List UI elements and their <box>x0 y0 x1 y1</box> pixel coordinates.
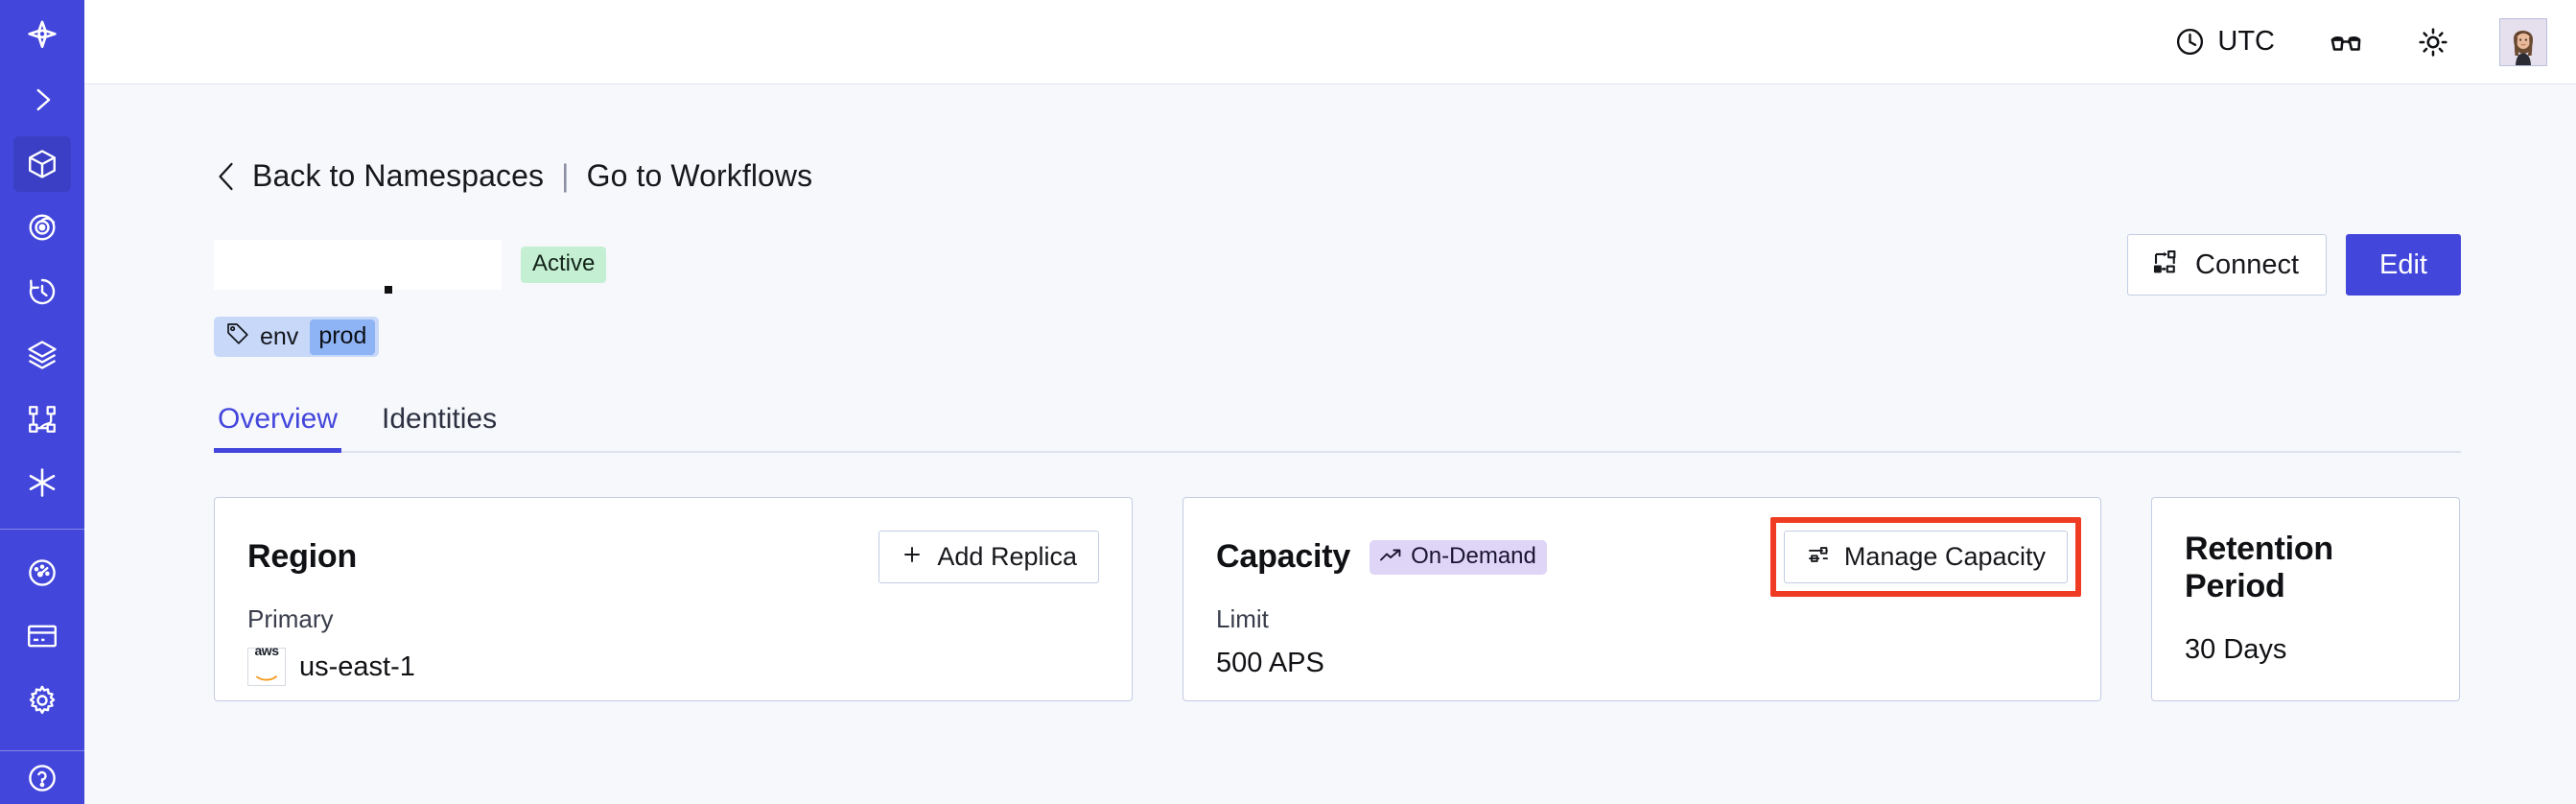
sidebar-divider <box>0 529 84 531</box>
sliders-icon <box>1806 542 1831 572</box>
tab-bar: Overview Identities <box>214 403 2461 453</box>
tab-overview[interactable]: Overview <box>214 403 342 453</box>
capacity-card: Capacity On-Demand <box>1183 497 2101 701</box>
breadcrumb-back-link[interactable]: Back to Namespaces <box>252 158 545 193</box>
region-card-header: Region Add Replica <box>247 531 1099 583</box>
overview-cards: Region Add Replica <box>214 497 2461 701</box>
sidebar-item-observability[interactable] <box>13 201 71 256</box>
sidebar-item-settings[interactable] <box>13 673 71 728</box>
logo-icon[interactable] <box>13 8 71 63</box>
manage-capacity-label: Manage Capacity <box>1843 542 2046 571</box>
connect-button[interactable]: Connect <box>2127 234 2328 296</box>
add-replica-button[interactable]: Add Replica <box>878 531 1099 583</box>
expand-chevron-icon[interactable] <box>13 73 71 129</box>
tag-icon <box>225 321 250 353</box>
add-replica-label: Add Replica <box>937 542 1077 571</box>
sidebar-item-history[interactable] <box>13 264 71 319</box>
capacity-card-title: Capacity <box>1216 538 1351 575</box>
sidebar-item-usage[interactable] <box>13 545 71 601</box>
region-value-label: us-east-1 <box>299 650 415 682</box>
clock-icon <box>2174 26 2206 58</box>
on-demand-badge: On-Demand <box>1370 539 1547 575</box>
tag-key: env <box>260 322 299 350</box>
namespace-tag[interactable]: env prod <box>214 317 380 357</box>
capacity-card-action: Manage Capacity <box>1769 517 2081 597</box>
plus-icon <box>901 543 924 571</box>
billing-card-icon <box>25 619 59 653</box>
chevron-left-icon[interactable] <box>214 160 239 193</box>
namespace-header: Active <box>214 234 2461 296</box>
sidebar-item-workflows[interactable] <box>13 391 71 447</box>
theme-toggle-button[interactable] <box>2417 26 2449 59</box>
history-clock-icon <box>25 274 59 309</box>
tab-identities-label: Identities <box>382 403 498 435</box>
sun-icon <box>2417 26 2449 59</box>
capacity-limit-label: Limit <box>1216 604 1269 633</box>
timezone-label: UTC <box>2217 26 2275 57</box>
main-column: UTC <box>84 0 2576 804</box>
header-actions: Connect Edit <box>2127 234 2461 296</box>
breadcrumb-workflows-link[interactable]: Go to Workflows <box>586 158 813 193</box>
tab-overview-label: Overview <box>218 403 339 435</box>
aws-smile-icon <box>255 658 278 690</box>
sidebar-item-layers[interactable] <box>13 328 71 384</box>
namespaces-cube-icon <box>25 147 59 181</box>
retention-card: Retention Period 30 Days <box>2151 497 2460 701</box>
status-badge: Active <box>521 247 607 283</box>
workflow-branch-icon <box>26 403 59 436</box>
sidebar-item-namespaces[interactable] <box>13 136 71 192</box>
retention-card-title: Retention Period <box>2185 531 2333 604</box>
trending-up-icon <box>1379 545 1402 568</box>
layers-icon <box>25 338 59 372</box>
top-bar: UTC <box>84 0 2576 84</box>
region-card: Region Add Replica <box>214 497 1133 701</box>
capacity-limit-value: 500 APS <box>1216 648 1324 678</box>
capacity-card-header: Capacity On-Demand <box>1216 517 2081 597</box>
asterisk-icon <box>25 465 59 500</box>
breadcrumb-separator: | <box>561 158 570 193</box>
reading-mode-button[interactable] <box>2329 25 2363 59</box>
observability-eye-icon <box>25 210 59 245</box>
breadcrumb: Back to Namespaces | Go to Workflows <box>214 158 2461 194</box>
content-area: Back to Namespaces | Go to Workflows Act… <box>84 84 2576 804</box>
region-card-title: Region <box>247 538 358 575</box>
connection-icon <box>2151 248 2180 282</box>
page-title <box>214 240 502 294</box>
glasses-icon <box>2329 25 2363 59</box>
manage-capacity-button[interactable]: Manage Capacity <box>1783 531 2068 583</box>
aws-logo-icon: aws <box>247 644 286 686</box>
sidebar-item-help[interactable] <box>13 761 71 795</box>
help-circle-icon <box>25 761 59 795</box>
sidebar <box>0 0 84 804</box>
sidebar-item-nexus[interactable] <box>13 456 71 511</box>
region-primary-label: Primary <box>247 604 334 633</box>
edit-button-label: Edit <box>2379 248 2427 280</box>
sidebar-item-billing[interactable] <box>13 609 71 665</box>
tag-value: prod <box>310 319 376 355</box>
usage-gauge-icon <box>25 556 59 590</box>
settings-gear-icon <box>25 683 59 718</box>
aws-logo-text: aws <box>254 643 279 658</box>
edit-button[interactable]: Edit <box>2346 234 2461 296</box>
retention-value: 30 Days <box>2185 634 2287 665</box>
region-primary-value: aws us-east-1 <box>247 644 1099 686</box>
sidebar-divider-bottom <box>0 749 84 751</box>
region-card-action: Add Replica <box>878 531 1099 583</box>
timezone-selector[interactable]: UTC <box>2174 26 2275 58</box>
connect-button-label: Connect <box>2195 248 2300 280</box>
on-demand-badge-label: On-Demand <box>1411 542 1536 569</box>
tab-identities[interactable]: Identities <box>378 403 501 451</box>
avatar[interactable] <box>2499 17 2547 66</box>
retention-card-header: Retention Period <box>2185 531 2426 605</box>
